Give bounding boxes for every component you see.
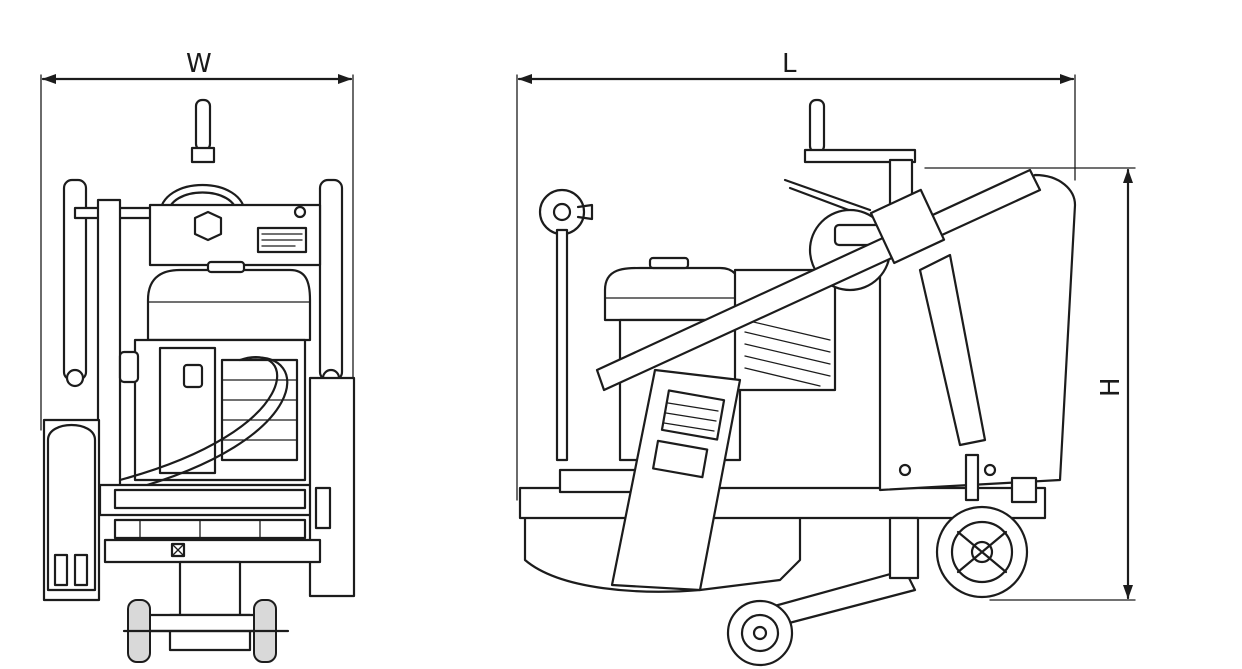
side-view: [518, 98, 1077, 667]
height-dimension: H: [924, 167, 1136, 601]
length-dimension: L: [516, 49, 1076, 501]
length-label: L: [782, 49, 798, 79]
width-label: W: [186, 49, 213, 79]
height-label: H: [1096, 376, 1126, 397]
cylinder-fins: [744, 319, 831, 387]
front-view: [42, 98, 356, 663]
width-dimension: W: [40, 49, 354, 431]
